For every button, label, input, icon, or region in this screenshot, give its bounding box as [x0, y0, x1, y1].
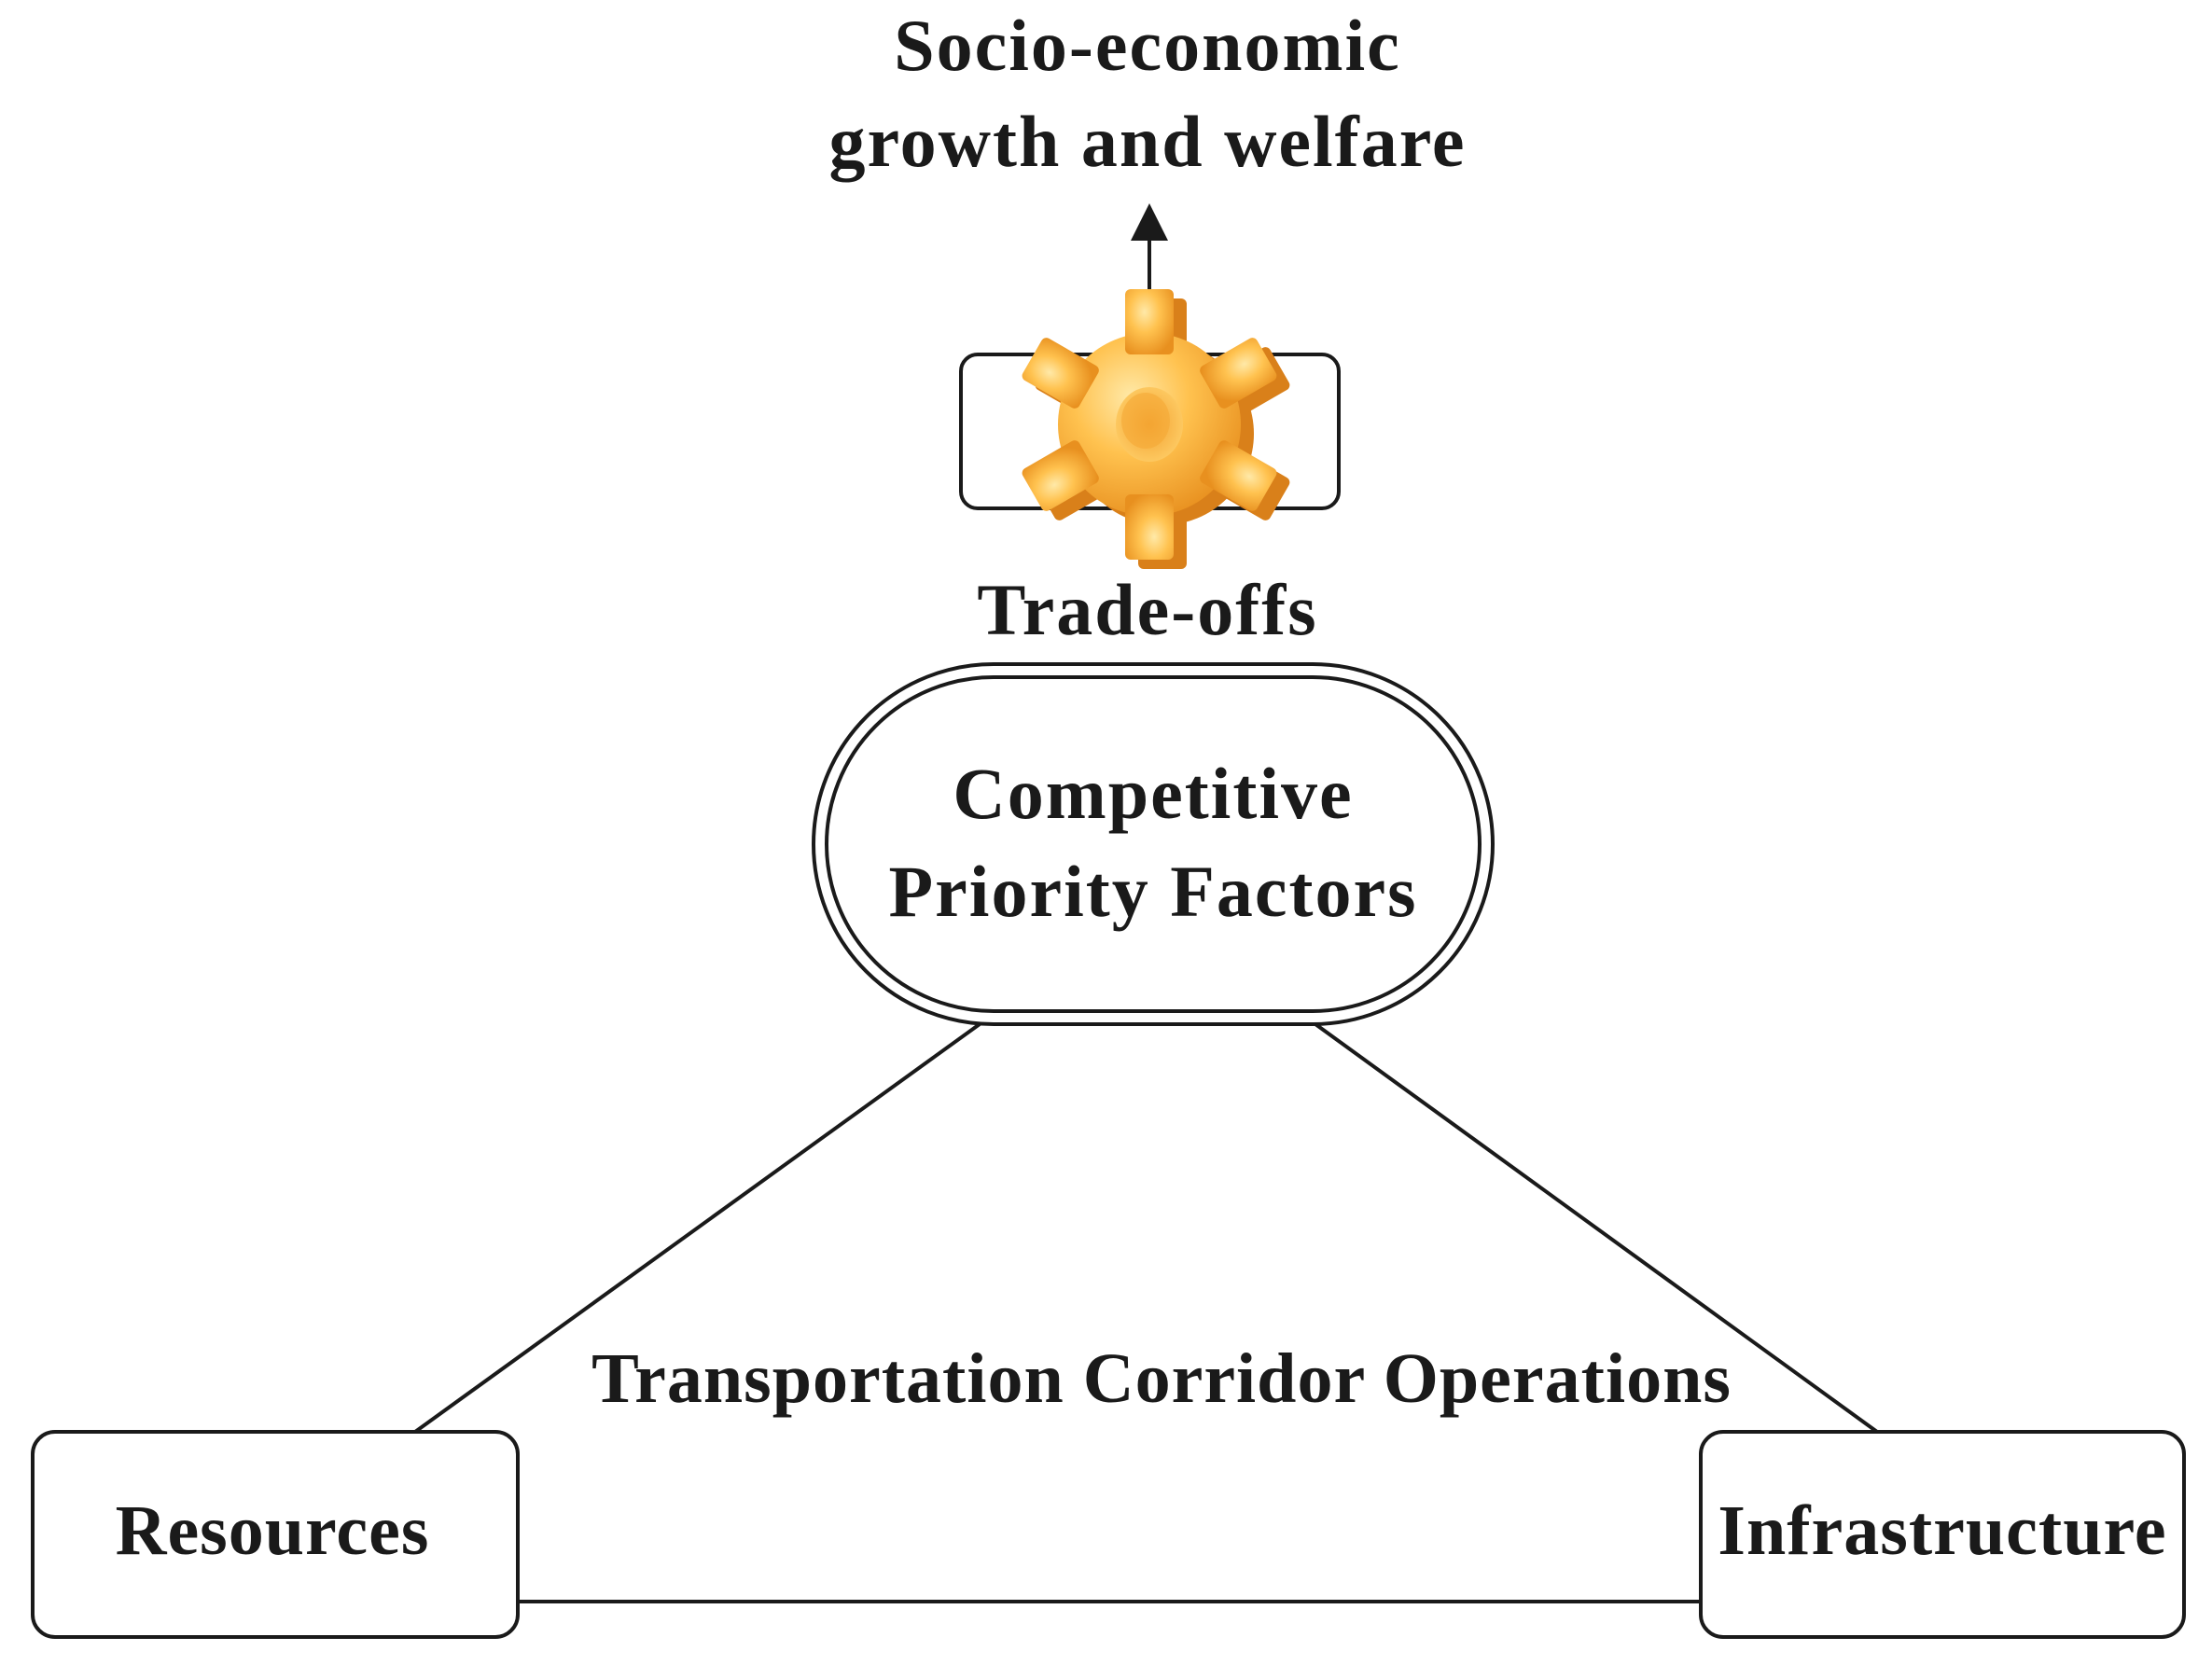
priority-title-line2: Priority Factors [889, 851, 1418, 932]
edge-priority-to-infrastructure [1314, 1022, 1879, 1434]
resources-label: Resources [116, 1492, 430, 1570]
infrastructure-label: Infrastructure [1718, 1492, 2166, 1570]
outcome-title-line1: Socio-economic [894, 5, 1401, 86]
priority-factors-node [812, 662, 1495, 1026]
resources-node [31, 1430, 520, 1639]
corridor-operations-label: Transportation Corridor Operations [591, 1339, 1732, 1418]
priority-title-line1: Competitive [953, 753, 1353, 834]
edge-priority-to-resources [413, 1022, 981, 1434]
gear-icon [1022, 289, 1290, 569]
outcome-title-line2: growth and welfare [828, 101, 1466, 182]
infrastructure-node [1699, 1430, 2186, 1639]
tradeoffs-label: Trade-offs [977, 569, 1317, 650]
